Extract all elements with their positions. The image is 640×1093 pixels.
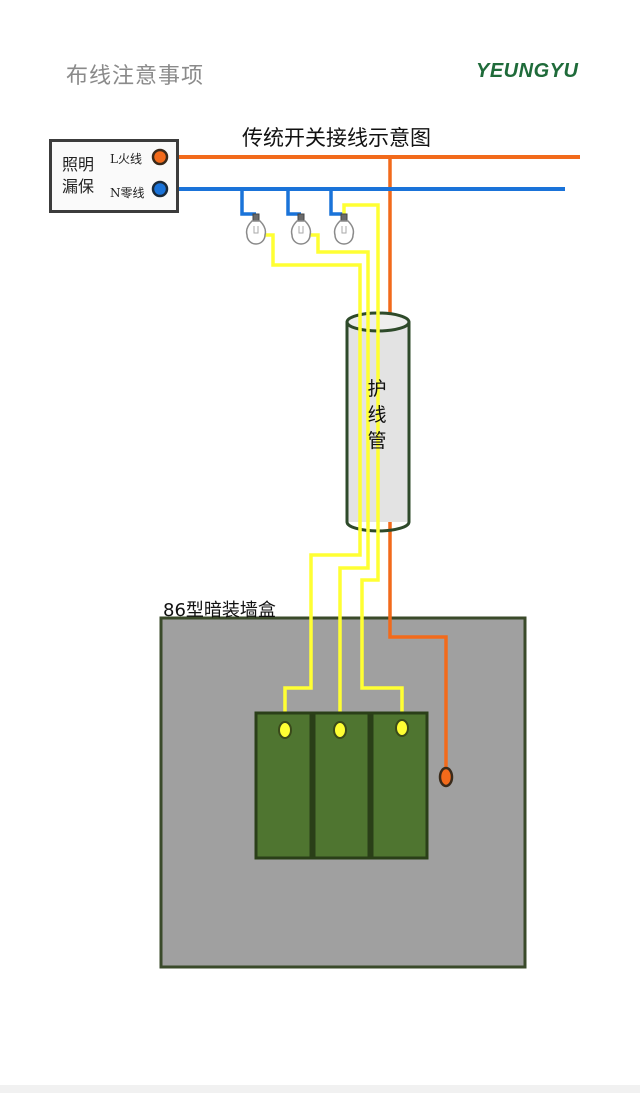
- page-title: 布线注意事项: [66, 64, 205, 89]
- bulb-icon: [245, 213, 267, 245]
- breaker-box: 照明漏保 L火线 N零线: [49, 139, 179, 213]
- live-label: L火线: [110, 152, 142, 166]
- conduit-label: 护线管: [367, 378, 387, 452]
- diagram-title: 传统开关接线示意图: [242, 126, 431, 150]
- neutral-branch-2: [286, 189, 301, 216]
- wall-box-label: 86型暗装墙盒: [163, 600, 276, 621]
- live-terminal: [438, 766, 454, 788]
- neutral-branch-3: [329, 189, 344, 216]
- bottom-divider: [0, 1085, 640, 1093]
- neutral-label: N零线: [110, 186, 145, 200]
- switch-wire-2: [301, 233, 370, 728]
- switch-terminal-1: [278, 721, 292, 739]
- switch-wire-1: [256, 233, 362, 728]
- bulb-icon: [290, 213, 312, 245]
- bulb-icon: [333, 213, 355, 245]
- switch-3: [370, 711, 429, 860]
- switch-terminal-3: [395, 719, 409, 737]
- switch-wire-3: [342, 203, 404, 728]
- neutral-branch-1: [240, 189, 256, 216]
- switch-terminal-2: [333, 721, 347, 739]
- breaker-label: 照明漏保: [62, 155, 95, 196]
- brand-logo: YEUNGYU: [476, 60, 579, 82]
